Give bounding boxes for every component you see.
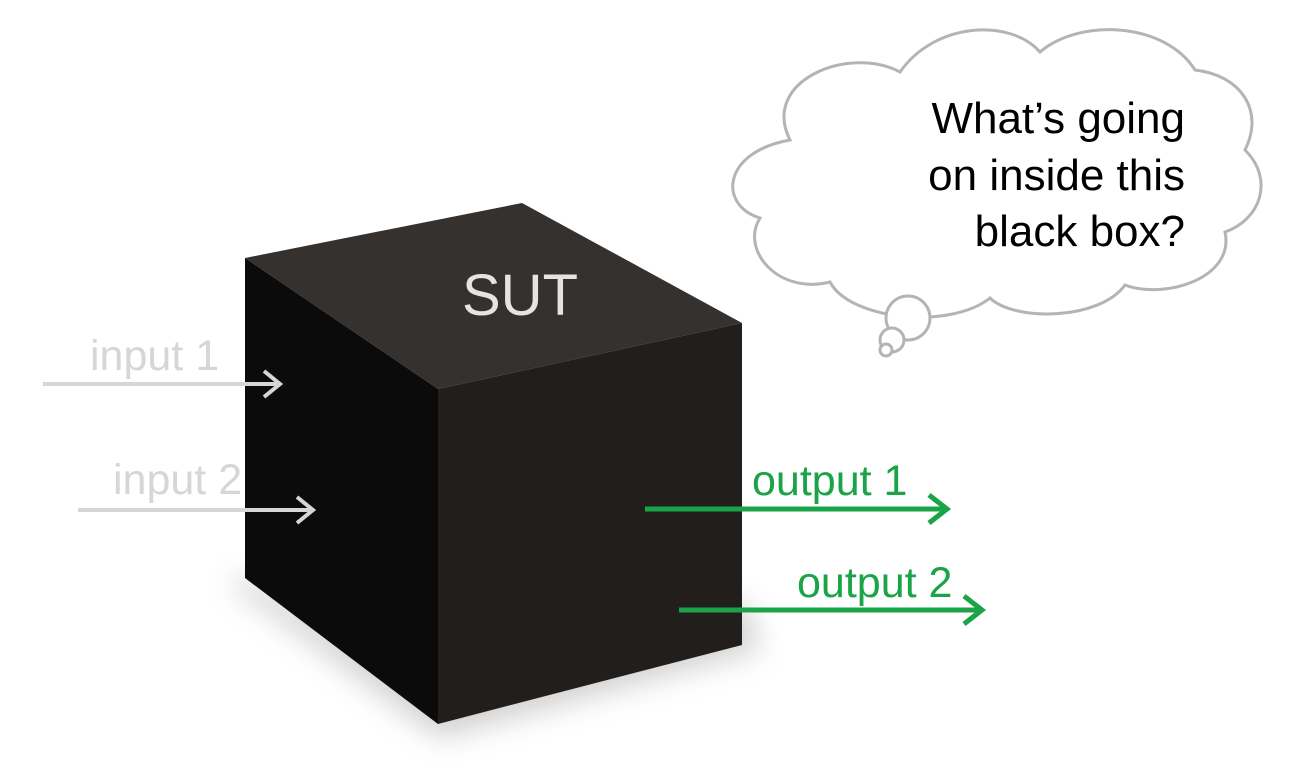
cube-front-face bbox=[438, 323, 742, 724]
input-arrow-2: input 2 bbox=[78, 456, 317, 525]
sut-cube: SUT bbox=[245, 203, 742, 724]
thought-bubble-small bbox=[878, 342, 894, 358]
sut-label: SUT bbox=[462, 263, 578, 328]
cube-left-face bbox=[245, 258, 438, 724]
input-2-label: input 2 bbox=[113, 456, 242, 504]
input-1-label: input 1 bbox=[90, 332, 219, 380]
input-arrow-1: input 1 bbox=[43, 332, 284, 399]
cube-top-face bbox=[245, 203, 742, 389]
output-1-label: output 1 bbox=[752, 457, 907, 505]
output-2-label: output 2 bbox=[797, 559, 952, 607]
thought-line-1: What’s going bbox=[931, 94, 1185, 143]
thought-line-3: black box? bbox=[975, 207, 1185, 256]
thought-cloud: What’s going on inside this black box? bbox=[731, 28, 1263, 358]
thought-line-2: on inside this bbox=[928, 151, 1185, 200]
output-arrow-1: output 1 bbox=[645, 457, 952, 525]
cloud-outline bbox=[731, 28, 1263, 319]
output-arrow-2: output 2 bbox=[679, 559, 987, 626]
